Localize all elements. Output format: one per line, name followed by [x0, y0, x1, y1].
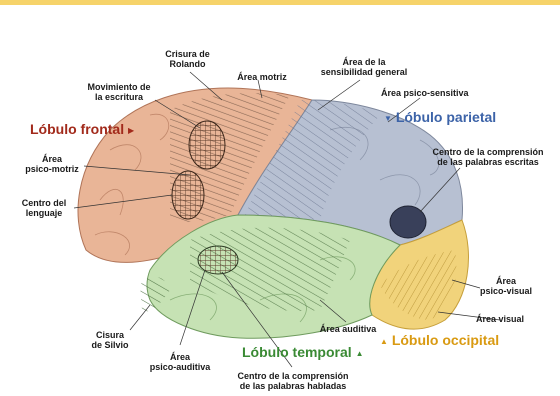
auditory-area-label: Área auditiva: [308, 324, 388, 334]
language-center-label: Centro del lenguaje: [4, 198, 84, 218]
written-comprehension-label: Centro de la comprensión de las palabras…: [418, 147, 558, 167]
motor-area-label: Área motriz: [222, 72, 302, 82]
writing-movement-label: Movimiento de la escritura: [74, 82, 164, 102]
rolando-fissure-label: Crisura de Rolando: [150, 49, 225, 69]
parietal-lobe-title: ▼ Lóbulo parietal: [384, 109, 496, 125]
temporal-lobe-title: Lóbulo temporal ▲: [242, 344, 363, 360]
frontal-lobe-title: Lóbulo frontal ▶: [30, 121, 134, 137]
language-center-oval: [172, 171, 204, 219]
psycho-visual-label: Área psico-visual: [475, 276, 537, 296]
written-comprehension-oval: [390, 206, 426, 238]
spoken-comprehension-label: Centro de la comprensión de las palabras…: [218, 371, 368, 391]
general-sensitivity-label: Área de la sensibilidad general: [303, 57, 425, 77]
writing-movement-oval: [189, 121, 225, 169]
psycho-auditory-label: Área psico-auditiva: [140, 352, 220, 372]
auditory-comprehension-oval: [198, 246, 238, 274]
silvio-fissure-label: Cisura de Silvio: [80, 330, 140, 350]
psycho-sensitive-label: Área psico-sensitiva: [381, 88, 511, 98]
psycho-motor-label: Área psico-motriz: [12, 154, 92, 174]
visual-area-label: Área visual: [476, 314, 556, 324]
occipital-lobe-title: ▲ Lóbulo occipital: [380, 332, 499, 348]
